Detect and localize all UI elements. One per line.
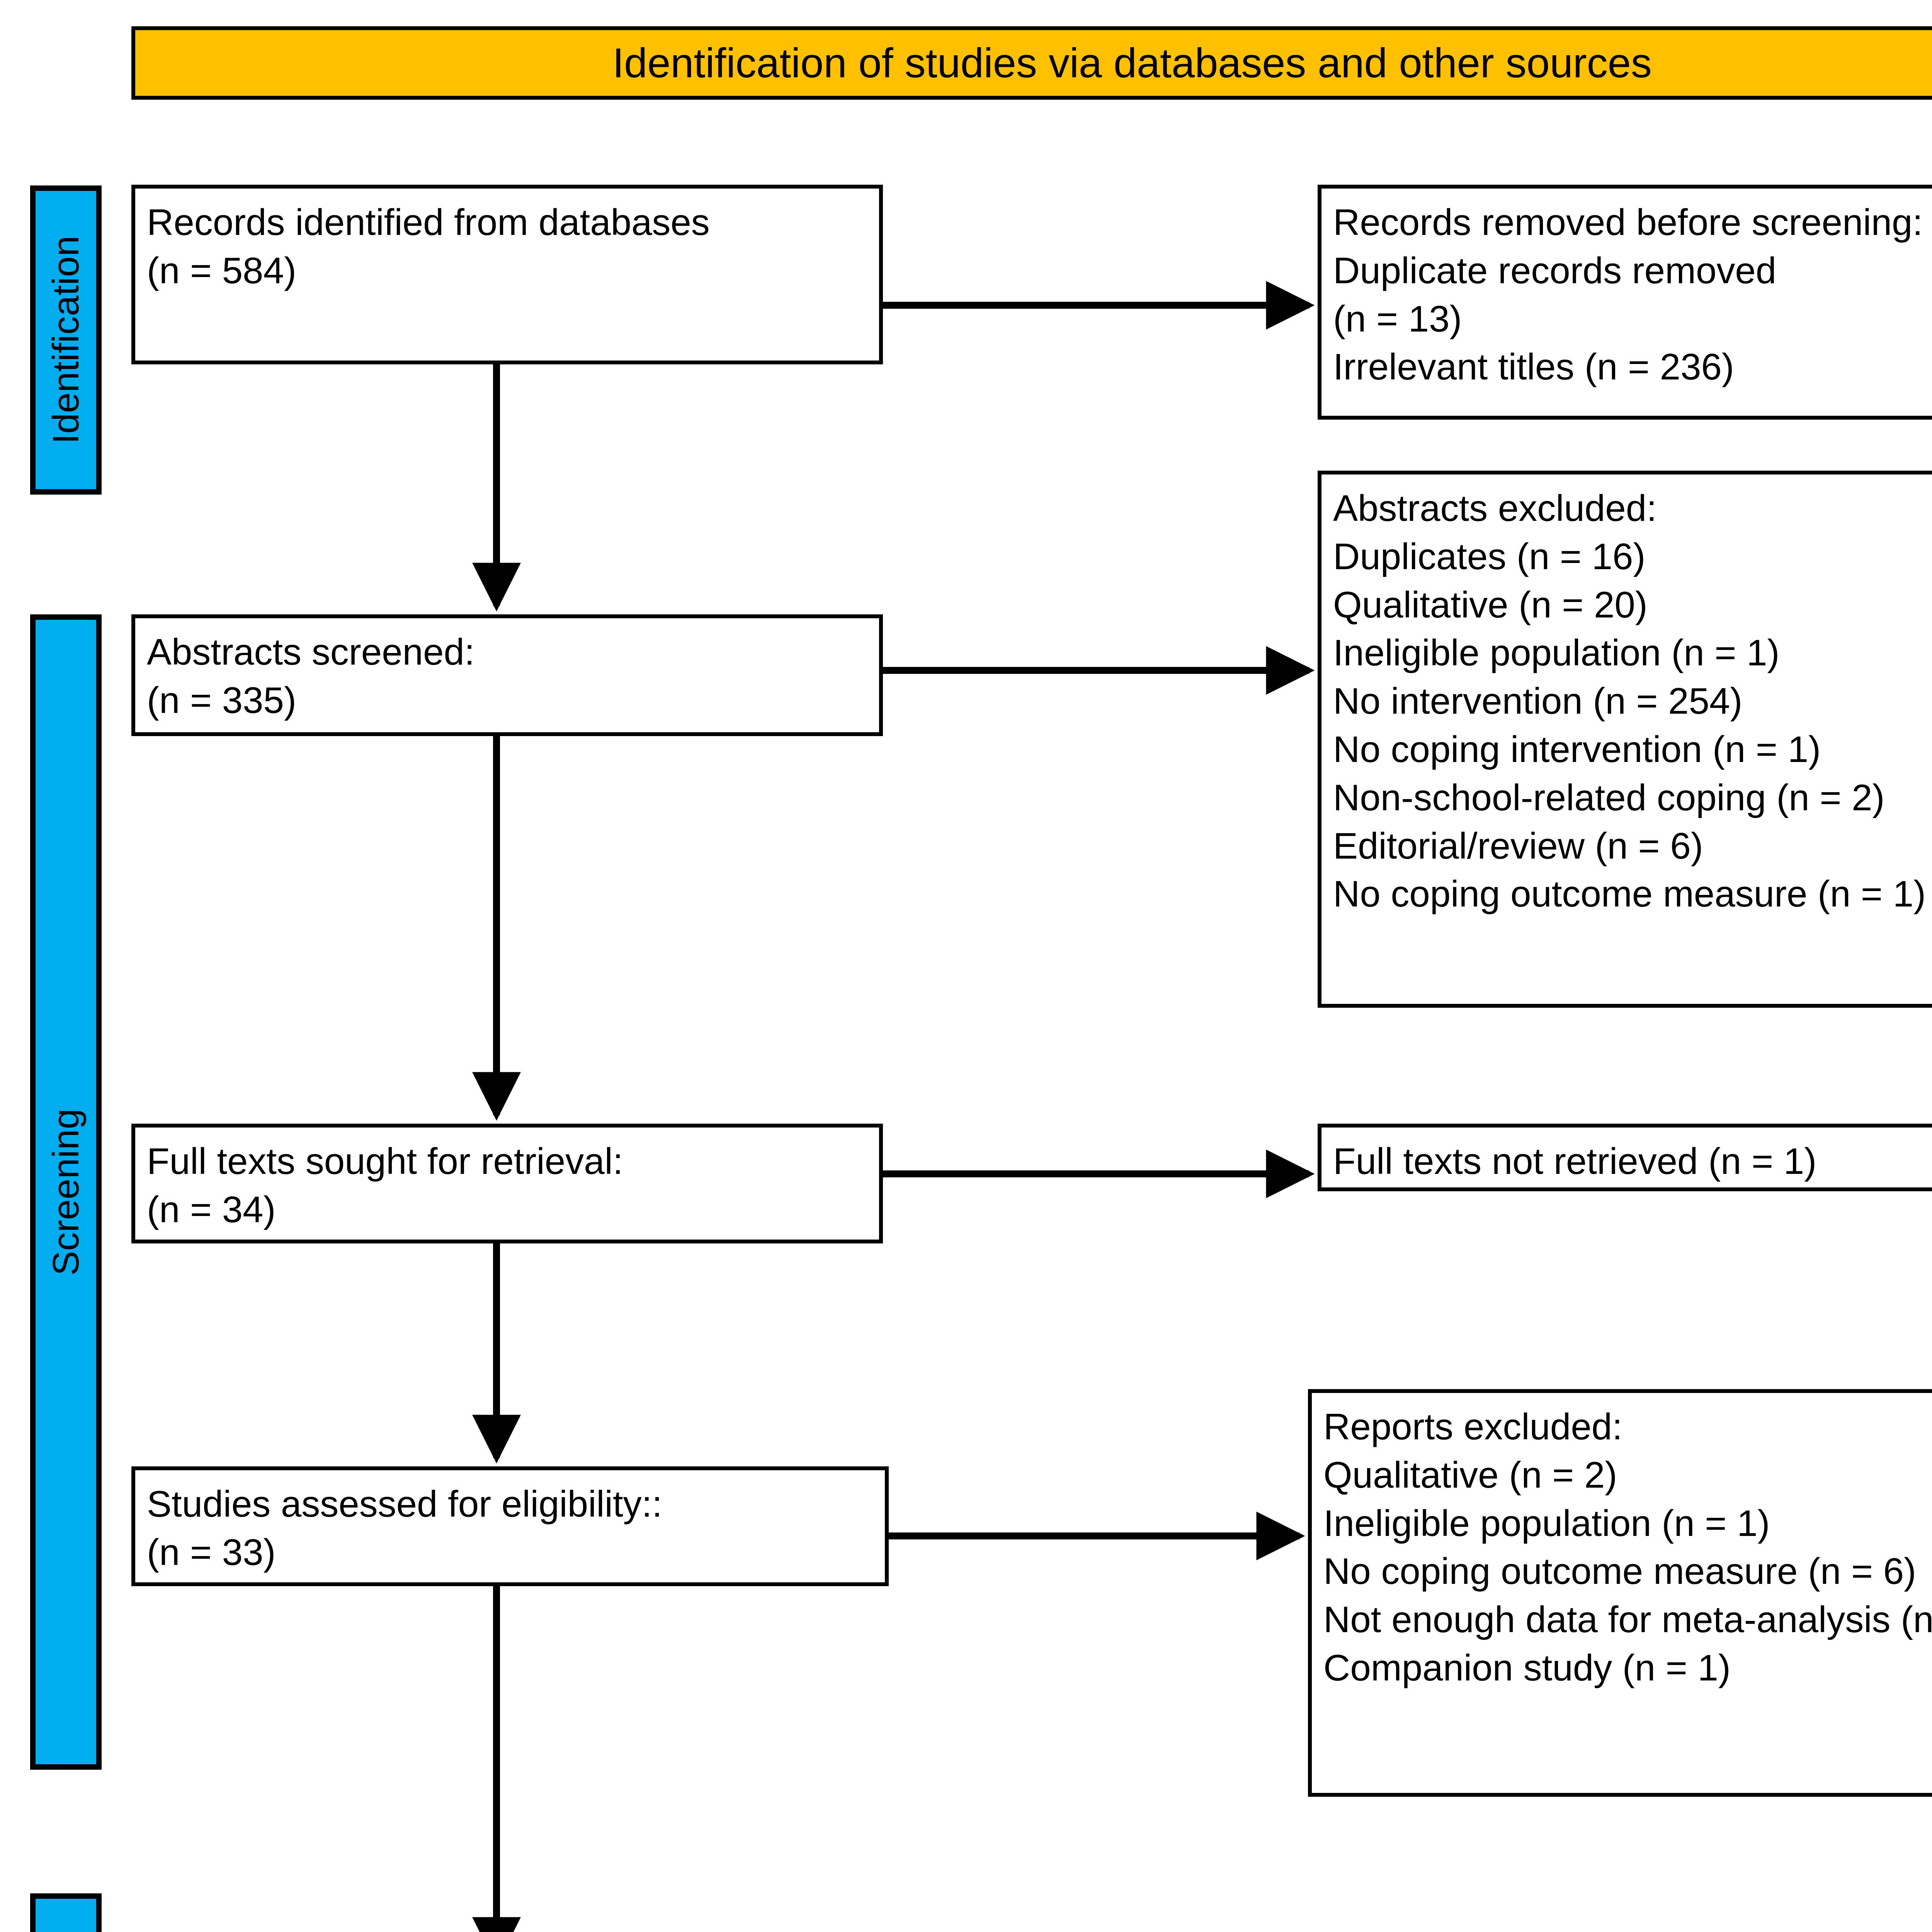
diagram-title: Identification of studies via databases … <box>612 39 1652 86</box>
abstracts-excluded-line-3: Qualitative (n = 20) <box>1333 584 1648 626</box>
abstracts-screened-line-1: Abstracts screened: <box>147 631 475 673</box>
stage-bar-included: Included <box>30 1893 102 1932</box>
box-records-identified: Records identified from databases (n = 5… <box>131 185 883 364</box>
abstracts-excluded-line-1: Abstracts excluded: <box>1333 488 1657 529</box>
reports-excluded-line-1: Reports excluded: <box>1323 1406 1622 1447</box>
abstracts-excluded-line-8: Editorial/review (n = 6) <box>1333 825 1703 867</box>
full-texts-sought-line-2: (n = 34) <box>147 1189 276 1230</box>
records-removed-line-2: Duplicate records removed <box>1333 250 1777 291</box>
box-studies-assessed: Studies assessed for eligibility:: (n = … <box>131 1466 889 1586</box>
records-removed-line-3: (n = 13) <box>1333 298 1462 340</box>
abstracts-excluded-line-6: No coping intervention (n = 1) <box>1333 728 1821 770</box>
studies-assessed-line-1: Studies assessed for eligibility:: <box>147 1483 662 1525</box>
full-texts-sought-line-1: Full texts sought for retrieval: <box>147 1141 623 1182</box>
records-identified-line-1: Records identified from databases <box>147 202 710 243</box>
abstracts-excluded-line-2: Duplicates (n = 16) <box>1333 536 1646 577</box>
reports-excluded-line-3: Ineligible population (n = 1) <box>1323 1502 1770 1544</box>
box-reports-excluded: Reports excluded: Qualitative (n = 2) In… <box>1308 1389 1932 1797</box>
records-removed-line-1: Records removed before screening: <box>1333 202 1923 243</box>
abstracts-excluded-line-9: No coping outcome measure (n = 1) <box>1333 873 1926 915</box>
stage-label-screening: Screening <box>45 1108 87 1276</box>
stage-bar-screening: Screening <box>30 614 102 1770</box>
box-records-removed: Records removed before screening: Duplic… <box>1318 185 1932 420</box>
box-full-texts-not-retrieved: Full texts not retrieved (n = 1) <box>1318 1124 1932 1191</box>
studies-assessed-line-2: (n = 33) <box>147 1531 276 1573</box>
abstracts-excluded-line-5: No intervention (n = 254) <box>1333 680 1743 722</box>
box-abstracts-screened: Abstracts screened: (n = 335) <box>131 614 883 736</box>
reports-excluded-line-2: Qualitative (n = 2) <box>1323 1454 1617 1496</box>
records-identified-line-2: (n = 584) <box>147 250 296 291</box>
abstracts-excluded-line-7: Non-school-related coping (n = 2) <box>1333 777 1885 818</box>
abstracts-excluded-line-4: Ineligible population (n = 1) <box>1333 632 1780 674</box>
stage-bar-identification: Identification <box>30 185 102 495</box>
full-texts-not-retrieved-line-1: Full texts not retrieved (n = 1) <box>1333 1141 1817 1182</box>
reports-excluded-line-4: No coping outcome measure (n = 6) <box>1323 1551 1917 1592</box>
reports-excluded-line-6: Companion study (n = 1) <box>1323 1647 1731 1689</box>
box-abstracts-excluded: Abstracts excluded: Duplicates (n = 16) … <box>1318 471 1932 1008</box>
stage-label-identification: Identification <box>45 236 87 444</box>
abstracts-screened-line-2: (n = 335) <box>147 679 296 721</box>
reports-excluded-line-5: Not enough data for meta-analysis (n = 6… <box>1323 1599 1932 1641</box>
box-full-texts-sought: Full texts sought for retrieval: (n = 34… <box>131 1124 883 1243</box>
diagram-header-banner: Identification of studies via databases … <box>131 26 1932 100</box>
records-removed-line-4: Irrelevant titles (n = 236) <box>1333 346 1734 388</box>
